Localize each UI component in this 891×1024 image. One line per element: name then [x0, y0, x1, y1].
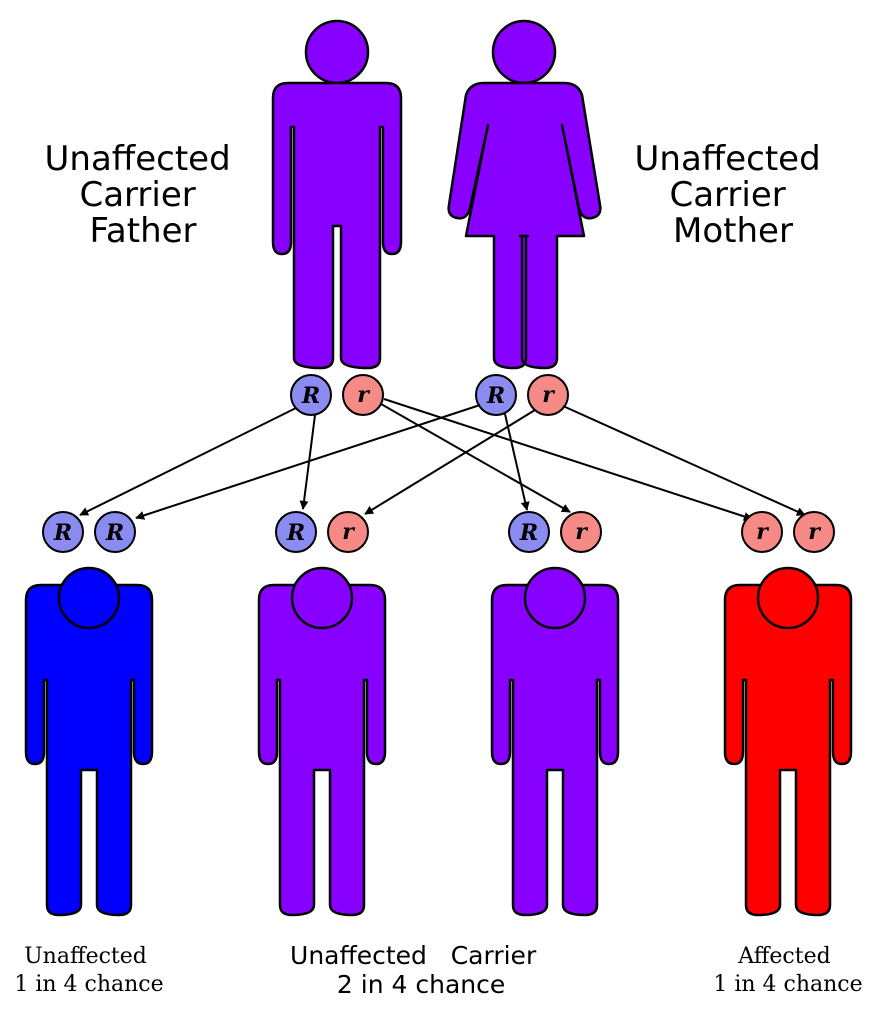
arrow-mother-r-to-child2: [364, 409, 536, 515]
child-body: [490, 583, 620, 917]
child-3-figure: [490, 566, 620, 917]
caption-right-line-2: 1 in 4 chance: [713, 972, 862, 997]
allele-letter: R: [519, 520, 538, 546]
mother-figure: [447, 19, 602, 370]
arrow-father-r-to-child3: [380, 403, 571, 513]
child-1-allele-2: R: [94, 511, 136, 553]
mother-label-line-2: Carrier: [669, 175, 785, 215]
child-2-allele-2: r: [327, 511, 369, 553]
child-body: [24, 583, 154, 917]
allele-letter: r: [357, 382, 370, 408]
mother-label-line-1: Unaffected: [635, 139, 821, 179]
child-head: [57, 566, 121, 630]
child-4-figure: [723, 566, 853, 917]
caption-middle-line-2: 2 in 4 chance: [337, 970, 505, 999]
child-3-allele-2: r: [560, 511, 602, 553]
caption-right-line-1: Affected: [737, 944, 830, 969]
arrow-mother-R-to-child1: [135, 404, 481, 520]
mother-label-line-3: Mother: [673, 211, 793, 251]
allele-letter: r: [756, 519, 769, 545]
father-figure: [271, 19, 403, 370]
caption-right: Affected 1 in 4 chance: [713, 944, 862, 997]
arrow-father-R-to-child2: [299, 414, 316, 510]
allele-letter: r: [542, 382, 555, 408]
child-1-figure: [24, 566, 154, 917]
allele-letter: r: [575, 519, 588, 545]
father-label-line-3: Father: [89, 211, 196, 251]
allele-letter: R: [53, 520, 72, 546]
arrow-father-r-to-child4: [383, 398, 753, 521]
allele-letter: r: [342, 519, 355, 545]
caption-middle-line-1: Unaffected Carrier: [290, 941, 537, 970]
child-head: [290, 566, 354, 630]
child-4-allele-2: r: [793, 511, 835, 553]
caption-middle: Unaffected Carrier 2 in 4 chance: [290, 941, 537, 999]
inheritance-arrows: [79, 398, 806, 521]
allele-letter: R: [301, 383, 320, 409]
father-label-line-2: Carrier: [79, 175, 195, 215]
caption-left: Unaffected 1 in 4 chance: [14, 944, 163, 997]
father-allele-recessive: r: [342, 374, 384, 416]
mother-allele-recessive: r: [527, 374, 569, 416]
arrow-mother-r-to-child4: [562, 405, 806, 516]
mother-label: Unaffected Carrier Mother: [635, 139, 832, 251]
father-label-line-1: Unaffected: [45, 139, 231, 179]
child-1-allele-1: R: [42, 511, 84, 553]
father-allele-dominant: R: [290, 374, 332, 416]
child-3-allele-1: R: [508, 511, 550, 553]
allele-letter: r: [808, 519, 821, 545]
caption-left-line-2: 1 in 4 chance: [14, 972, 163, 997]
child-body: [723, 583, 853, 917]
allele-letter: R: [286, 520, 305, 546]
arrow-father-R-to-child1: [79, 407, 297, 516]
child-body: [257, 583, 387, 917]
child-4-allele-1: r: [741, 511, 783, 553]
allele-letter: R: [105, 520, 124, 546]
child-2-figure: [257, 566, 387, 917]
mother-allele-dominant: R: [475, 374, 517, 416]
child-head: [756, 566, 820, 630]
child-2-allele-1: R: [275, 511, 317, 553]
caption-left-line-1: Unaffected: [24, 944, 147, 969]
father-label: Unaffected Carrier Father: [45, 139, 242, 251]
arrow-mother-R-to-child3: [504, 413, 530, 511]
child-head: [523, 566, 587, 630]
allele-letter: R: [486, 383, 505, 409]
